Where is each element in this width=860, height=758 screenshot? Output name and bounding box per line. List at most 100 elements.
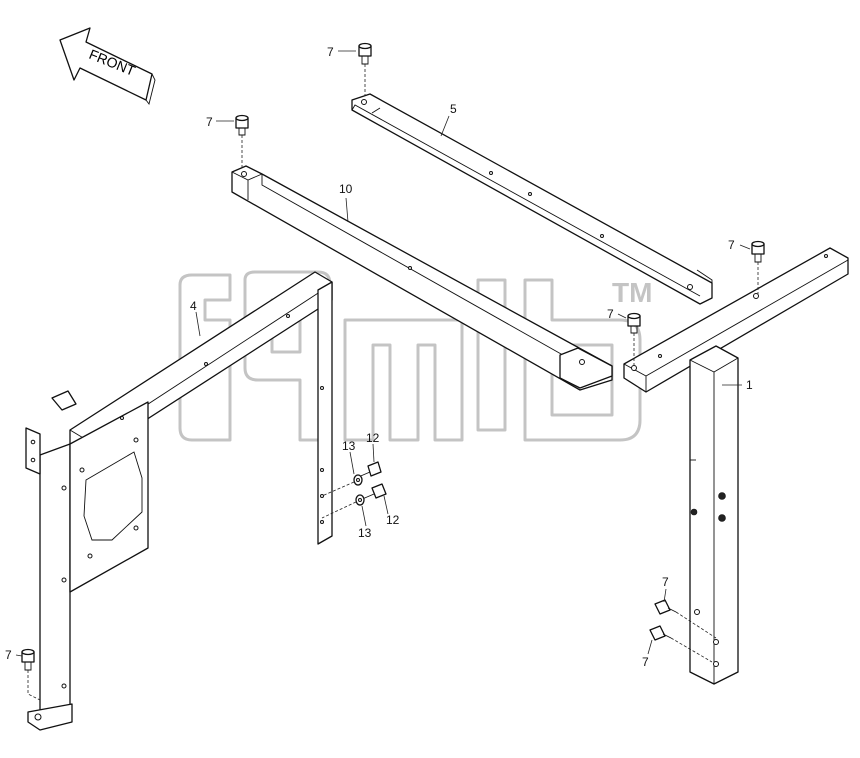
- part-1-hole: [631, 365, 637, 371]
- washer-13-hole: [356, 478, 360, 482]
- bolt-7-mid: [627, 312, 641, 366]
- part-5-hole: [600, 234, 604, 238]
- bolt-7-icon: [654, 599, 671, 615]
- part-10-hole: [241, 171, 247, 177]
- callout-7-bottom-left: 7: [5, 648, 12, 662]
- callout-10: 10: [339, 182, 353, 196]
- part-4-hole: [320, 494, 324, 498]
- watermark-letter-3: [343, 318, 464, 442]
- bolt-7-top: [358, 42, 372, 96]
- bolt-7-right: [751, 240, 765, 294]
- part-10-top-edge: [261, 174, 601, 377]
- leader-line: [349, 451, 355, 475]
- watermark-letter-1: [178, 273, 232, 442]
- part-4-hole: [320, 520, 324, 524]
- watermark-letter-5: [523, 278, 642, 442]
- leader-line: [663, 588, 667, 603]
- watermark-letter-4: [476, 278, 507, 432]
- leader-line: [675, 611, 717, 639]
- part-5-bracket: [696, 269, 713, 295]
- bolt-7-head-top: [358, 42, 372, 50]
- part-4-foot-hole: [34, 713, 42, 721]
- bolt-7-side-lower: [649, 625, 713, 663]
- leader-line: [27, 670, 41, 701]
- leader-line: [321, 481, 355, 497]
- part-4-hole: [87, 553, 93, 559]
- leader-line: [670, 637, 713, 663]
- callout-12-upper: 12: [366, 431, 380, 445]
- part-1-bolt-head: [690, 508, 698, 516]
- bolt-12-icon: [371, 483, 387, 499]
- part-5-flange: [371, 107, 381, 114]
- part-10-tube: [231, 165, 613, 391]
- part-4-hole: [320, 468, 324, 472]
- part-4-hole: [30, 439, 36, 445]
- bolt-7-head-top: [627, 312, 641, 320]
- part-4-hole: [204, 362, 208, 366]
- part-5-hole: [528, 192, 532, 196]
- leader-line: [372, 443, 375, 463]
- part-10-hole: [579, 359, 585, 365]
- part-4-hole: [286, 314, 290, 318]
- callout-12-lower: 12: [386, 513, 400, 527]
- callout-7-right: 7: [728, 238, 735, 252]
- bolt-7-left: [235, 114, 249, 170]
- part-4-hole: [320, 386, 324, 390]
- part-4-side-bracket: [25, 427, 41, 475]
- part-4-hole: [61, 577, 67, 583]
- leader-line: [647, 639, 653, 655]
- bolt-12-icon: [367, 461, 382, 477]
- leader-line: [383, 495, 389, 515]
- part-4-tab: [51, 390, 77, 411]
- bolt-7-icon: [649, 625, 666, 641]
- callout-13-upper: 13: [342, 439, 356, 453]
- part-4-hole: [61, 683, 67, 689]
- callout-leaders: [15, 50, 751, 657]
- part-1-bolt-head: [718, 492, 726, 500]
- callout-4: 4: [190, 299, 197, 313]
- part-4-hanger: [317, 281, 333, 545]
- part-1-hole: [824, 254, 828, 258]
- part-4-plate-cutout: [83, 451, 143, 541]
- part-4-hole: [61, 485, 67, 491]
- callout-7-mid: 7: [607, 307, 614, 321]
- part-4-hole: [79, 467, 85, 473]
- bolt-12-lower: [321, 483, 387, 519]
- callout-1: 1: [746, 378, 753, 392]
- part-4-frame: [25, 271, 333, 731]
- washer-13-hole: [358, 498, 362, 502]
- part-5-edge: [351, 104, 701, 297]
- bolt-7-shank: [754, 254, 762, 263]
- callout-7-left: 7: [206, 115, 213, 129]
- part-5-hole: [687, 284, 693, 290]
- leader-line: [617, 313, 627, 319]
- part-4-hole: [133, 525, 139, 531]
- leader-line: [195, 311, 201, 337]
- part-4-foot: [27, 703, 73, 731]
- part-1-hole: [753, 293, 759, 299]
- leader-line: [15, 654, 23, 657]
- part-4-hole: [30, 457, 36, 463]
- front-arrow: FRONT: [59, 27, 156, 106]
- part-1-bolt-head: [718, 514, 726, 522]
- part-4-hole: [120, 416, 124, 420]
- front-arrow-shape: [59, 27, 153, 101]
- front-arrow-edge: [145, 73, 156, 106]
- bolt-7-shank: [662, 633, 672, 639]
- bolt-7-head-top: [21, 648, 35, 656]
- bolt-7-head-top: [751, 240, 765, 248]
- watermark-trademark: TM: [612, 277, 652, 308]
- callout-7-top: 7: [327, 45, 334, 59]
- callout-labels: 1 4 5 10 7 7 7 7 7 7 7 12 12 13 13: [5, 45, 753, 669]
- callout-7-side-upper: 7: [662, 575, 669, 589]
- leader-line: [440, 115, 450, 137]
- part-1-hole: [658, 354, 662, 358]
- part-5-hole: [361, 99, 367, 105]
- bolt-7-bottom-left: [21, 648, 41, 701]
- leader-line: [361, 505, 367, 527]
- leader-line: [739, 244, 751, 250]
- bolt-7-shank: [238, 128, 246, 136]
- part-4-hole: [133, 437, 139, 443]
- part-1-hole: [713, 639, 719, 645]
- part-1-post: [623, 247, 849, 685]
